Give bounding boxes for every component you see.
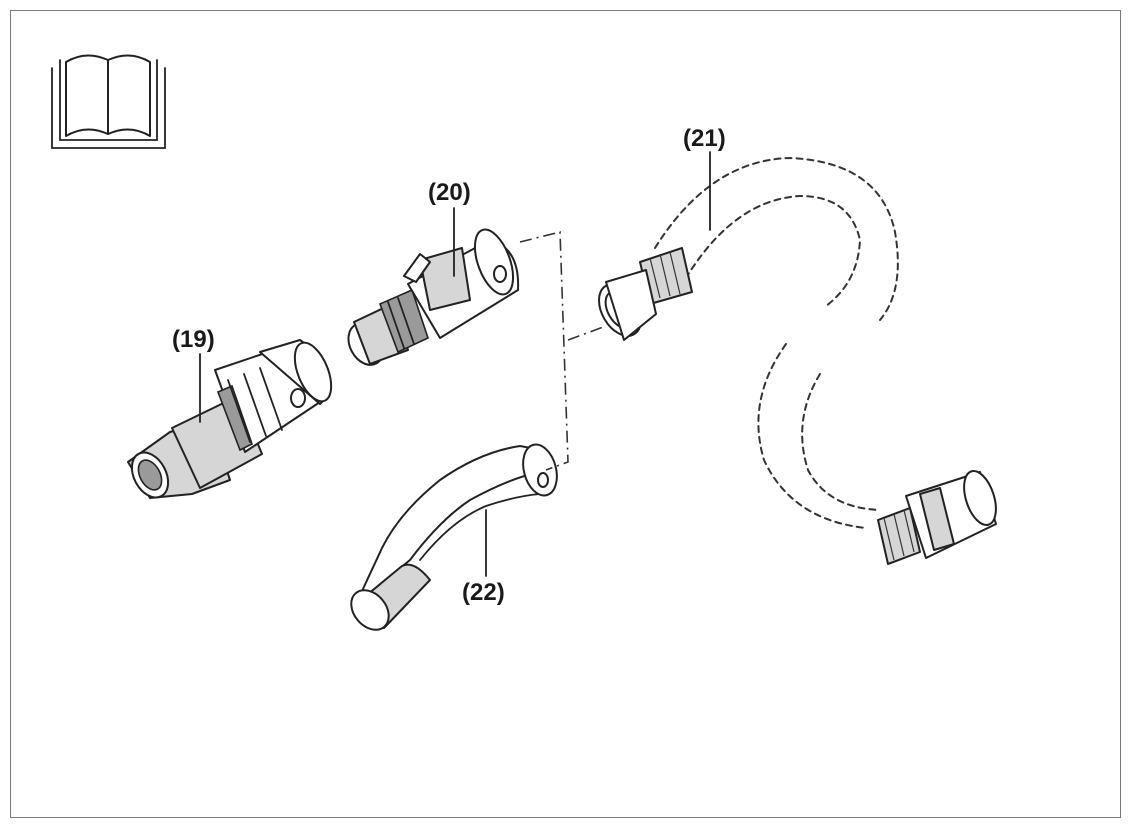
label-21: (21) bbox=[683, 125, 726, 152]
part-21-hose bbox=[598, 156, 997, 565]
label-19: (19) bbox=[172, 326, 215, 353]
part-20-connector bbox=[347, 228, 520, 366]
part-19-adapter bbox=[127, 339, 333, 499]
part-22-handle bbox=[350, 443, 558, 631]
assembly-line bbox=[519, 230, 607, 471]
manual-book-icon bbox=[51, 54, 166, 149]
label-20: (20) bbox=[428, 179, 471, 206]
label-22: (22) bbox=[462, 579, 505, 606]
figure-frame bbox=[10, 10, 1121, 818]
